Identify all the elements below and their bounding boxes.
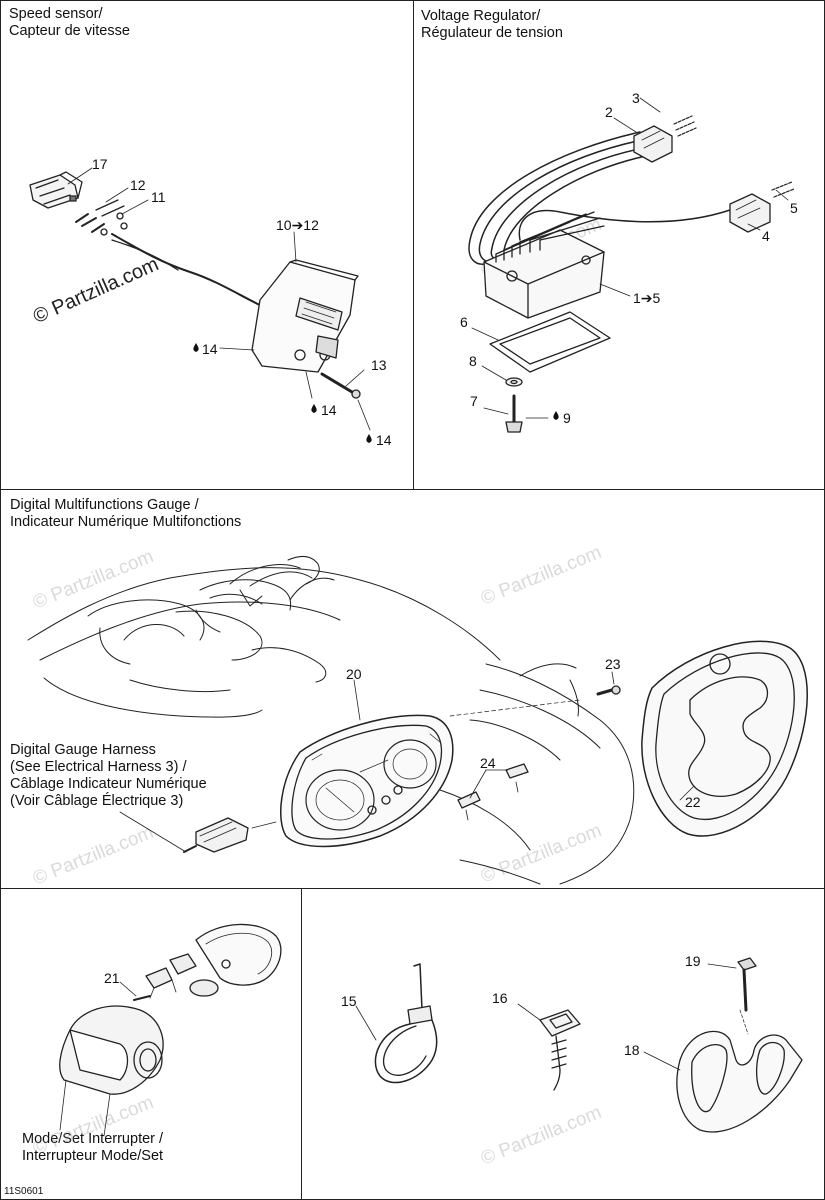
- tube-bracket: [676, 1009, 803, 1133]
- callout-4: 4: [762, 228, 770, 244]
- gauge-bezel: [641, 640, 808, 837]
- regulator-connector-right: [729, 193, 771, 233]
- callout-18: 18: [624, 1042, 640, 1058]
- oil-drop-icon: [193, 343, 199, 352]
- callout-6: 6: [460, 314, 468, 330]
- regulator-gasket: [489, 311, 611, 373]
- mode-set-buttons: [133, 953, 219, 1001]
- speed-sensor-body: [251, 259, 359, 373]
- bracket-screw: [737, 957, 757, 1012]
- callout-1-5: 1➔5: [633, 290, 661, 306]
- oil-drop-icon: [311, 404, 317, 413]
- callout-16: 16: [492, 990, 508, 1006]
- callout-14c: 14: [376, 432, 392, 448]
- callout-13: 13: [371, 357, 387, 373]
- callout-3: 3: [632, 90, 640, 106]
- regulator-connector-top: [633, 125, 673, 163]
- oil-drop-icon: [366, 434, 372, 443]
- mode-set-label: Mode/Set Interrupter / Interrupteur Mode…: [22, 1131, 164, 1164]
- regulator-washer: [505, 377, 523, 387]
- voltage-regulator-title: Voltage Regulator/ Régulateur de tension: [421, 8, 563, 41]
- callout-20: 20: [346, 666, 362, 682]
- cable-tie: [374, 963, 438, 1084]
- callout-19: 19: [685, 953, 701, 969]
- dash-console-outline: [439, 663, 635, 885]
- pins-right: [771, 181, 795, 198]
- regulator-wires: [468, 131, 731, 265]
- callout-2: 2: [605, 104, 613, 120]
- regulator-screw: [505, 394, 523, 433]
- regulator-body: [483, 211, 605, 319]
- callout-5: 5: [790, 200, 798, 216]
- harness-connector: [183, 817, 277, 853]
- gauge-cluster: [280, 714, 454, 848]
- terminals: [75, 199, 128, 236]
- figure-code: 11S0601: [4, 1186, 44, 1197]
- callout-9: 9: [563, 410, 571, 426]
- pins-top: [673, 115, 697, 137]
- hull-deck-outline: [27, 556, 501, 718]
- push-clip: [539, 1009, 581, 1091]
- callout-8: 8: [469, 353, 477, 369]
- callout-7: 7: [470, 393, 478, 409]
- callout-17: 17: [92, 156, 108, 172]
- sensor-wire: [111, 233, 271, 311]
- callout-24: 24: [480, 755, 496, 771]
- digital-gauge-title: Digital Multifunctions Gauge / Indicateu…: [10, 497, 242, 530]
- handlebar-housing: [195, 923, 282, 986]
- speed-sensor-title: Speed sensor/ Capteur de vitesse: [9, 6, 130, 39]
- callout-23: 23: [605, 656, 621, 672]
- speed-sensor-connector: [29, 171, 83, 209]
- callout-14a: 14: [202, 341, 218, 357]
- oil-drop-icon: [553, 411, 559, 420]
- harness-note: Digital Gauge Harness (See Electrical Ha…: [10, 742, 207, 809]
- mode-set-housing: [59, 1005, 164, 1137]
- callout-15: 15: [341, 993, 357, 1009]
- callout-21: 21: [104, 970, 120, 986]
- callout-11: 11: [151, 189, 166, 205]
- sensor-screw: [320, 372, 361, 399]
- gauge-clips: [457, 763, 529, 821]
- callout-22: 22: [685, 794, 701, 810]
- callout-12: 12: [130, 177, 146, 193]
- callout-10-12: 10➔12: [276, 217, 319, 233]
- gauge-screw: [596, 685, 621, 696]
- callout-14b: 14: [321, 402, 337, 418]
